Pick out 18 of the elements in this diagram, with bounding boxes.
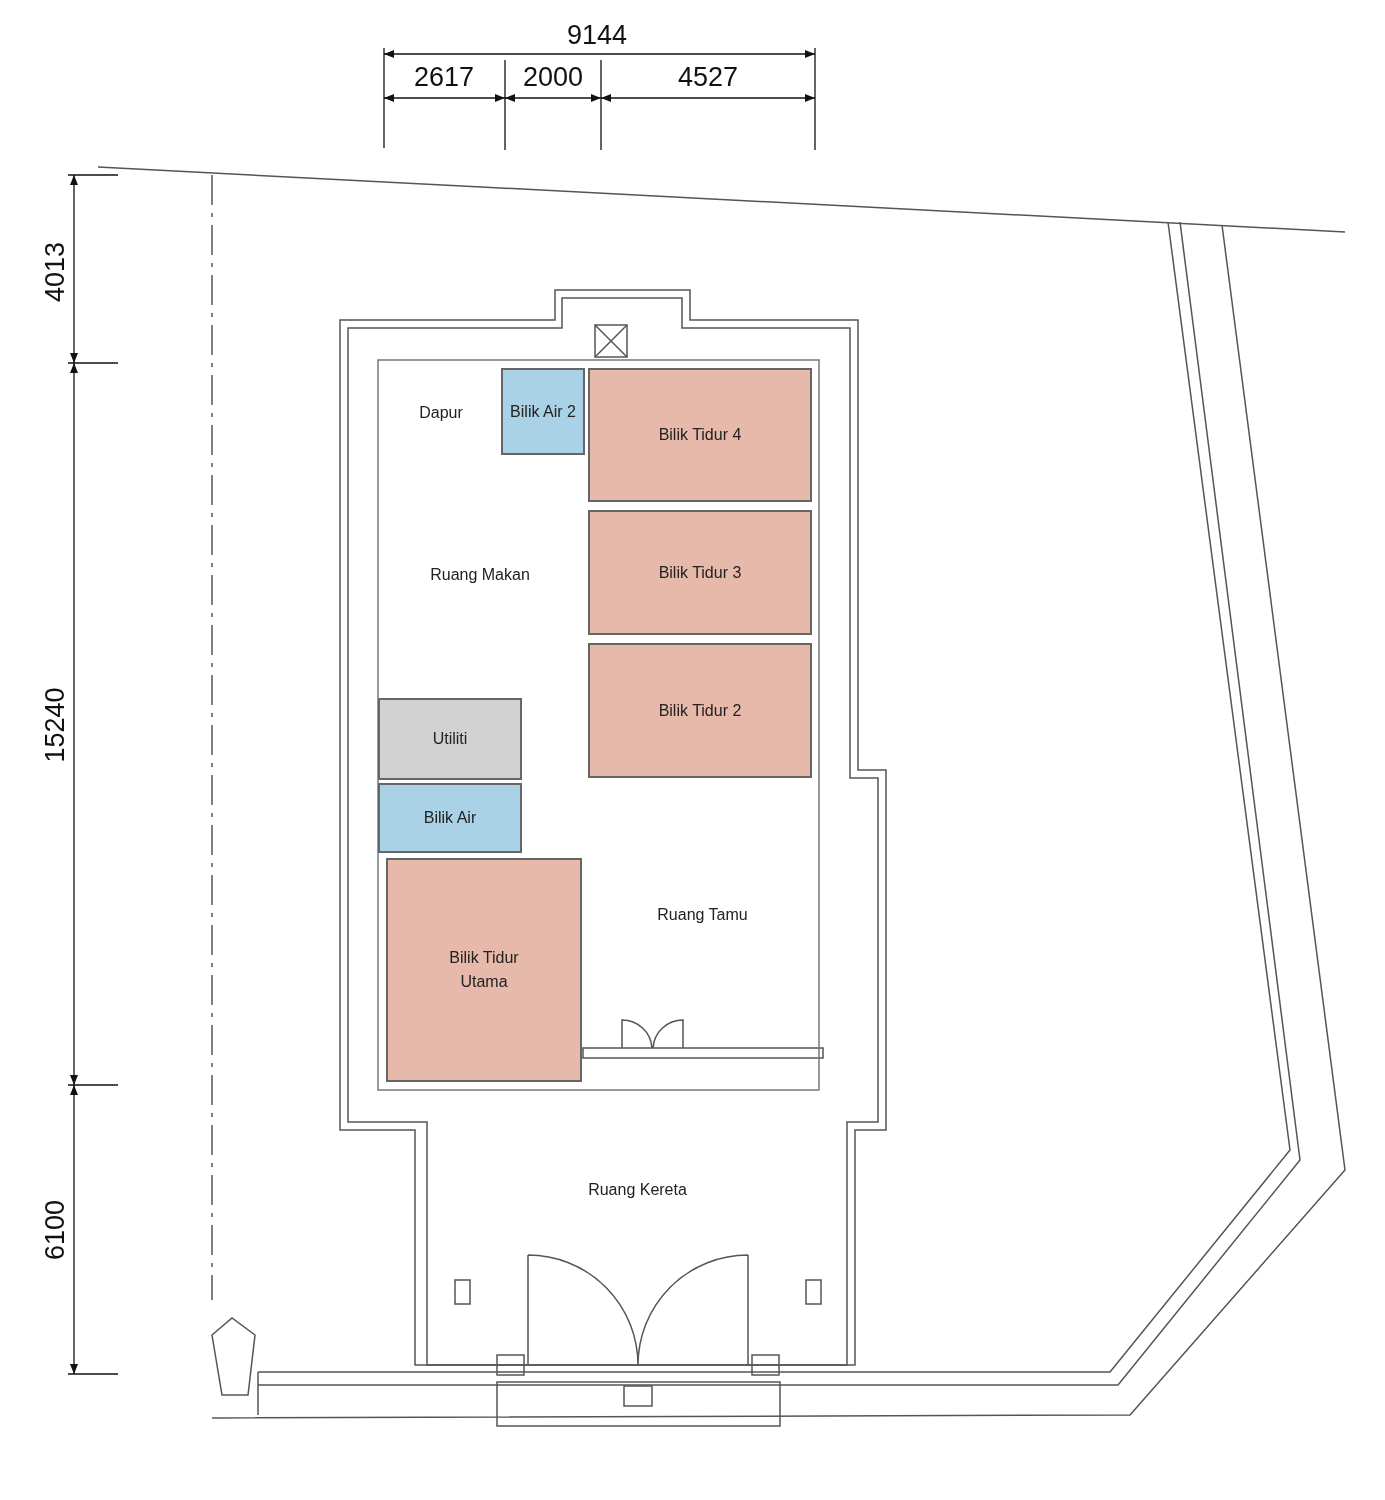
bedroom-area: Bilik Tidur 3 [588,510,812,635]
room-area: Dapur [385,370,497,455]
utility-area: Utiliti [378,698,522,780]
dimension-label: 9144 [566,19,628,51]
room-area: Ruang Tamu [595,790,810,1040]
dimension-label: 4527 [677,61,739,93]
room-area: Ruang Kereta [440,1140,835,1240]
dimension-label: 2617 [413,61,475,93]
bedroom-area: Bilik Tidur Utama [386,858,582,1082]
bedroom-area: Bilik Tidur 2 [588,643,812,778]
dimension-label: 4013 [39,241,71,303]
bedroom-area: Bilik Tidur 4 [588,368,812,502]
dimension-label: 6100 [39,1199,71,1261]
bathroom-area: Bilik Air 2 [501,368,585,455]
bathroom-area: Bilik Air [378,783,522,853]
room-area: Ruang Makan [385,470,575,680]
dimension-label: 15240 [39,687,71,763]
dimension-label: 2000 [522,61,584,93]
